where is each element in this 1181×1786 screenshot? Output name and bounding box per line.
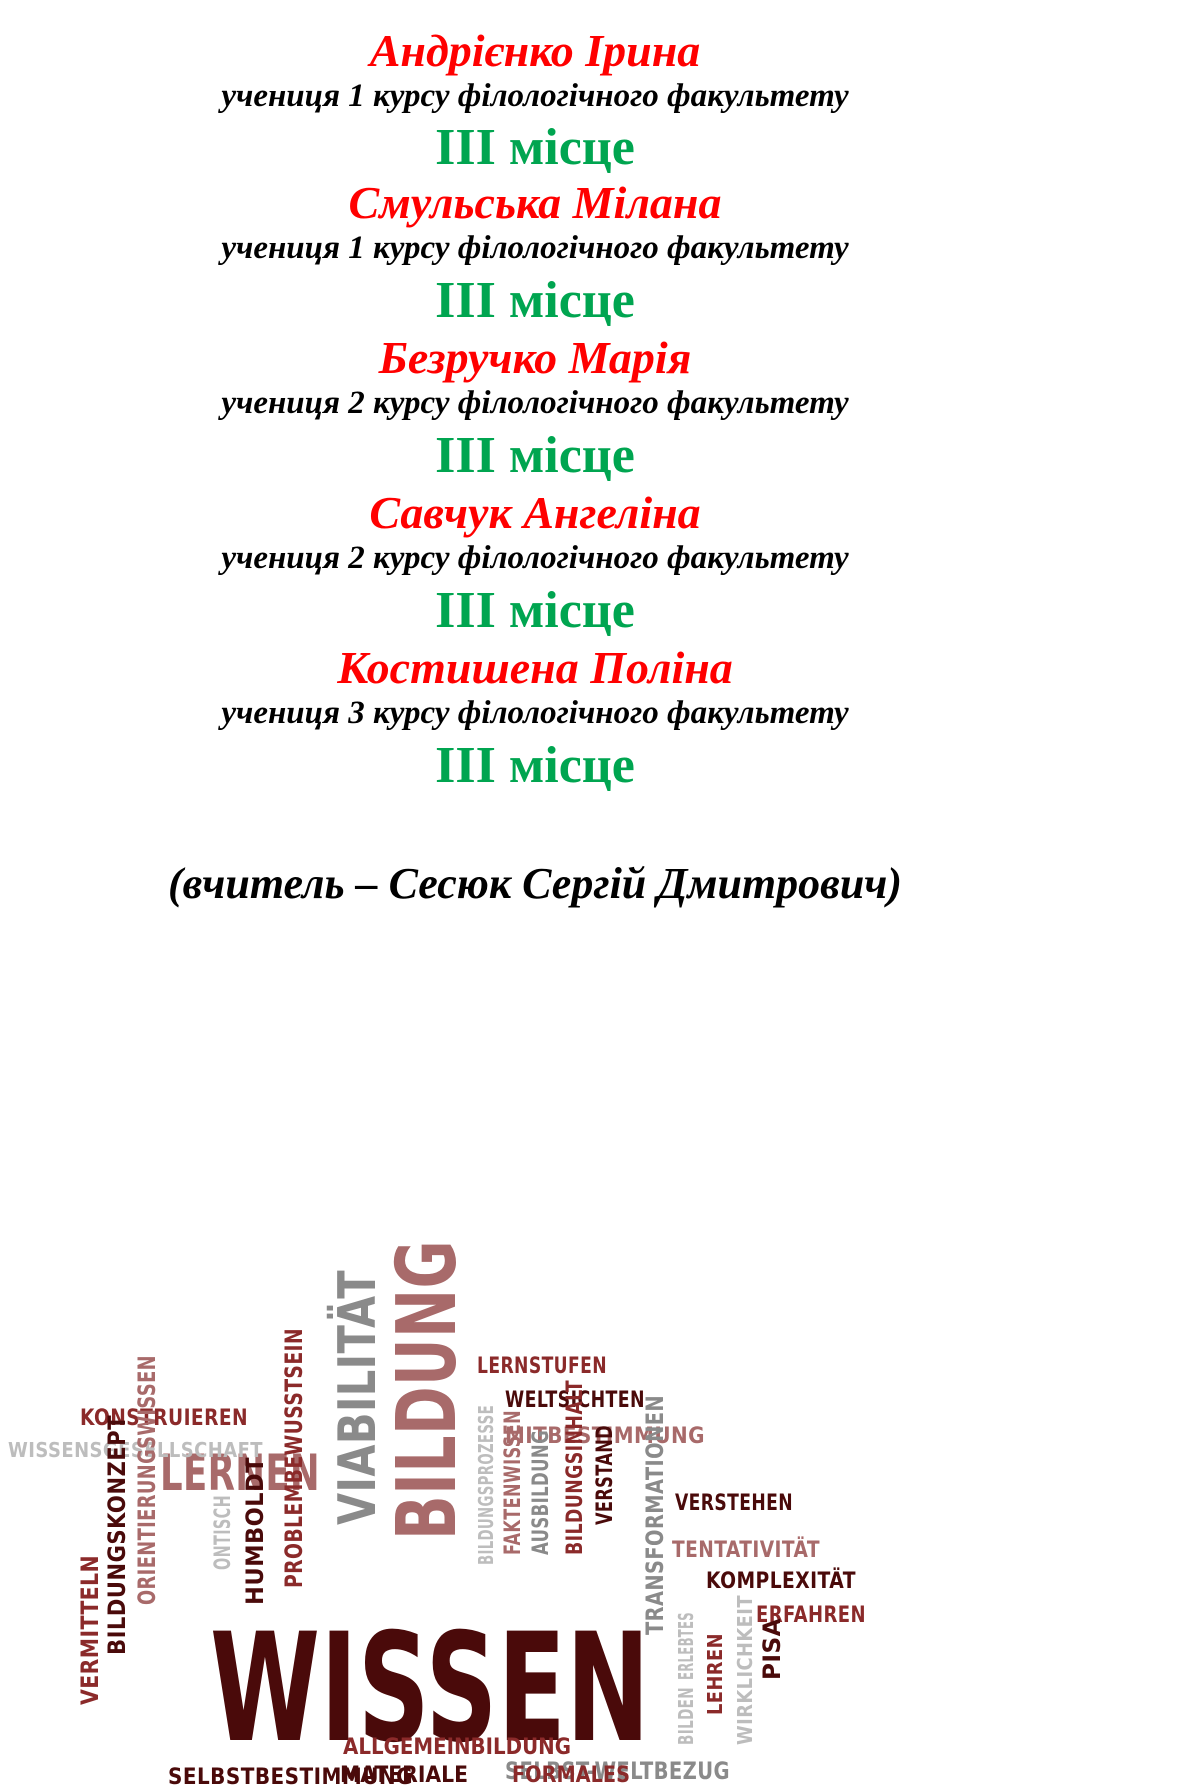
cloud-word: BILDUNGSPROZESSE: [474, 1405, 498, 1565]
winner-name: Смульська Мілана: [348, 177, 722, 228]
cloud-word: KOMPLEXITÄT: [706, 1568, 856, 1594]
cloud-word: ONTISCH: [211, 1495, 236, 1570]
cloud-word: VERSTAND: [593, 1425, 618, 1525]
cloud-word: MITBESTIMMUNG: [505, 1424, 705, 1449]
cloud-word: ERFAHREN: [756, 1603, 866, 1628]
word-cloud-image: WISSEN BILDUNG VIABILITÄT LERNEN LERNSTU…: [8, 1240, 866, 1786]
cloud-word: VIABILITÄT: [327, 1270, 388, 1525]
winner-place: ІІІ місце: [435, 272, 635, 329]
cloud-word: ERLEBTES: [674, 1612, 698, 1680]
winner-desc: учениця 1 курсу філологічного факультету: [221, 230, 849, 266]
cloud-word: TENTATIVITÄT: [672, 1537, 820, 1563]
cloud-word: PROBLEMBEWUSSTSEIN: [280, 1328, 308, 1588]
winner-place: ІІІ місце: [435, 582, 635, 639]
teacher-line: (вчитель – Сесюк Сергій Дмитрович): [167, 859, 903, 908]
winner-place: ІІІ місце: [435, 119, 635, 176]
winner-place: ІІІ місце: [435, 737, 635, 794]
winner-name: Савчук Ангеліна: [369, 487, 701, 538]
cloud-word: TRANSFORMATIONEN: [641, 1395, 669, 1635]
cloud-word: ORIENTIERUNGSWISSEN: [133, 1355, 161, 1605]
winner-desc: учениця 3 курсу філологічного факультету: [221, 695, 849, 731]
cloud-word: LERNSTUFEN: [477, 1354, 607, 1379]
cloud-word: PISA: [758, 1618, 786, 1680]
cloud-word: LEHREN: [703, 1633, 727, 1715]
cloud-word: BILDUNGSINHALT: [563, 1380, 588, 1555]
cloud-word: FORMALES: [512, 1763, 630, 1786]
winner-name: Андрієнко Ірина: [369, 25, 701, 76]
cloud-word: VERSTEHEN: [675, 1491, 793, 1516]
cloud-word: WIRKLICHKEIT: [733, 1595, 757, 1745]
cloud-word: WISSEN: [210, 1602, 650, 1776]
cloud-word: MATERIALE: [340, 1763, 468, 1786]
cloud-word: BILDUNG: [380, 1240, 475, 1540]
winner-name: Костишена Поліна: [337, 642, 733, 693]
cloud-word: BILDEN: [674, 1687, 698, 1745]
cloud-word: WISSENSGESELLSCHAFT: [8, 1438, 263, 1462]
cloud-word: SELBST-WELTBEZUG: [505, 1757, 730, 1785]
cloud-word: AUSBILDUNG: [529, 1430, 554, 1555]
cloud-word: ALLGEMEINBILDUNG: [343, 1735, 571, 1760]
cloud-word: KONSTRUIEREN: [80, 1406, 248, 1431]
winner-name: Безручко Марія: [378, 332, 692, 383]
word-cloud-bottom: ALLGEMEINBILDUNG MATERIALE FORMALES: [340, 1735, 630, 1786]
winner-place: ІІІ місце: [435, 427, 635, 484]
cloud-word: WELTSICHTEN: [505, 1388, 645, 1413]
cloud-word: BILDUNGSKONZEPT: [103, 1415, 131, 1655]
cloud-word: LERNEN: [160, 1444, 320, 1502]
winner-desc: учениця 2 курсу філологічного факультету: [221, 540, 849, 576]
cloud-word: FAKTENWISSEN: [501, 1410, 526, 1555]
cloud-word: HUMBOLDT: [241, 1457, 269, 1605]
cloud-word: VERMITTELN: [76, 1555, 104, 1705]
winner-desc: учениця 1 курсу філологічного факультету: [221, 78, 849, 114]
cloud-word: SELBSTBESTIMMUNG: [168, 1765, 413, 1786]
winner-desc: учениця 2 курсу філологічного факультету: [221, 385, 849, 421]
